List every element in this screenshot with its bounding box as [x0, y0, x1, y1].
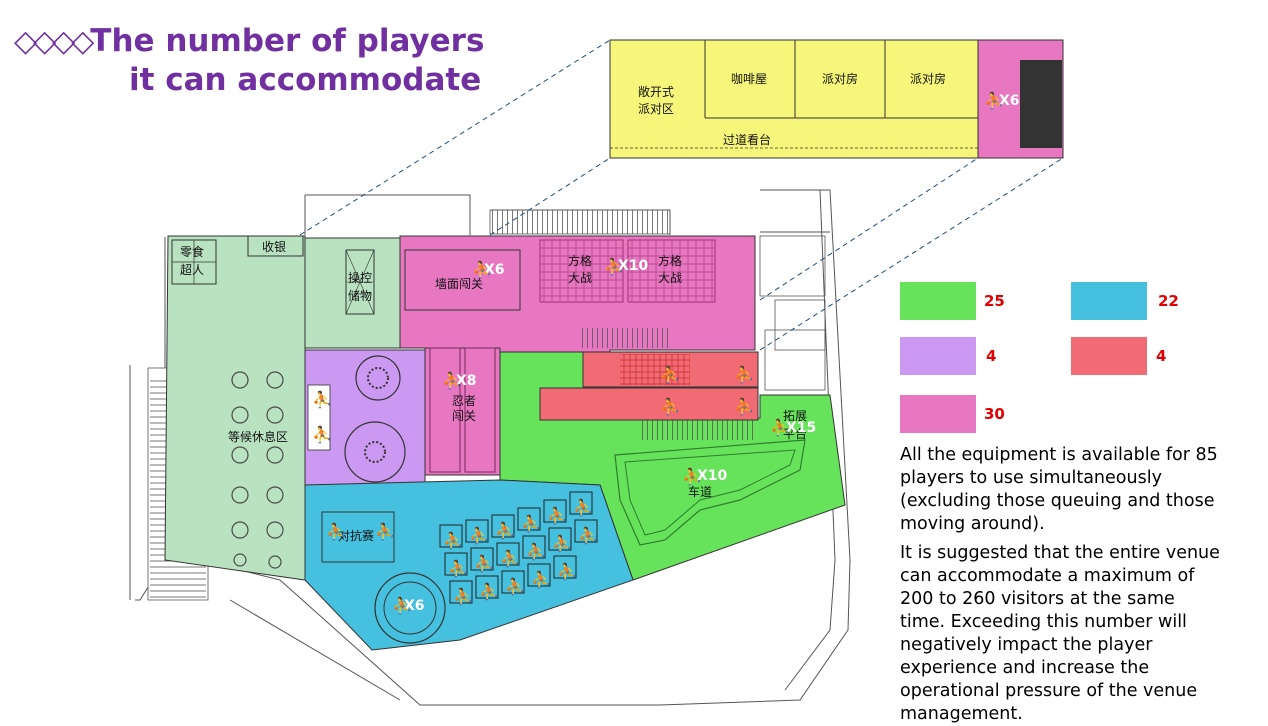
players-track-count: X10	[697, 468, 728, 484]
player-icon: ⛹	[526, 542, 546, 561]
players-circle-count: X6	[404, 598, 425, 614]
label-waiting: 等候休息区	[228, 429, 288, 444]
player-icon: ⛹	[770, 418, 790, 437]
label-grid2-2: 大战	[658, 271, 682, 285]
player-icon: ⛹	[472, 260, 492, 279]
label-expand-2: 平台	[783, 426, 807, 441]
upper-floor	[609, 39, 1064, 159]
player-icon: ⛹	[557, 562, 577, 581]
label-storage-1: 操控	[348, 270, 372, 285]
paragraph-capacity: It is suggested that the entire venue ca…	[900, 543, 1220, 724]
player-icon: ⛹	[547, 506, 567, 525]
player-icon: ⛹	[531, 570, 551, 589]
label-track: 车道	[688, 484, 712, 499]
legend-value-green: 25	[984, 292, 1005, 310]
player-icon: ⛹	[479, 582, 499, 601]
player-icon: ⛹	[469, 526, 489, 545]
label-grid1-1: 方格	[568, 253, 592, 268]
player-icon: ⛹	[443, 531, 463, 550]
player-icon: ⛹	[442, 371, 462, 390]
label-storage-2: 储物	[348, 288, 372, 303]
legend-value-purple: 4	[986, 347, 997, 365]
label-open-2: 派对区	[638, 102, 674, 116]
label-grid1-2: 大战	[568, 271, 592, 285]
label-corridor: 过道看台	[723, 132, 771, 147]
player-counts: X6 X10 X8 X15 X10 X6 X6	[404, 93, 1020, 614]
label-open-1: 敞开式	[638, 84, 674, 99]
legend-swatch-purple	[900, 337, 976, 375]
zone-red-2	[539, 387, 759, 421]
label-cafe: 咖啡屋	[731, 71, 767, 86]
label-snack-2: 超人	[180, 262, 204, 277]
player-icon: ⛹	[453, 587, 473, 606]
player-icon: ⛹	[660, 397, 680, 416]
players-upper-count: X6	[999, 93, 1020, 109]
legend-swatch-pink	[900, 395, 976, 433]
waiting-area-tables	[231, 371, 284, 569]
label-snack-1: 零食	[180, 244, 204, 259]
player-icon: ⛹	[604, 257, 624, 276]
player-icons: ⛹ ⛹ ⛹ ⛹ ⛹ ⛹ ⛹ ⛹ ⛹ ⛹ ⛹ ⛹ ⛹ ⛹ ⛹ ⛹⛹⛹⛹⛹⛹ ⛹⛹⛹…	[312, 91, 1004, 615]
legend-swatch-red	[1071, 337, 1147, 375]
player-icon: ⛹	[578, 526, 598, 545]
player-icon: ⛹	[734, 397, 754, 416]
players-grid-count: X10	[618, 258, 649, 274]
player-icon: ⛹	[552, 534, 572, 553]
title-line2: it can accommodate	[129, 62, 482, 98]
player-icon: ⛹	[734, 365, 754, 384]
player-icon: ⛹	[682, 467, 702, 486]
player-icon: ⛹	[660, 365, 680, 384]
player-icon: ⛹	[521, 514, 541, 533]
player-icon: ⛹	[326, 522, 346, 541]
legend-swatch-green	[900, 282, 976, 320]
player-icon: ⛹	[375, 522, 395, 541]
page-title: ◇◇◇◇The number of players it can accommo…	[14, 22, 484, 99]
player-icon: ⛹	[495, 521, 515, 540]
label-versus: 对抗赛	[338, 528, 374, 543]
players-ninja-count: X8	[456, 373, 477, 389]
legend-value-pink: 30	[984, 405, 1005, 423]
player-icon: ⛹	[448, 559, 468, 578]
label-wall: 墙面闯关	[435, 276, 483, 291]
legend-value-blue: 22	[1158, 292, 1179, 310]
player-icon: ⛹	[573, 498, 593, 517]
label-ninja-2: 闯关	[452, 408, 476, 423]
paragraph-equipment: All the equipment is available for 85 pl…	[900, 445, 1218, 534]
label-cashier: 收银	[262, 240, 286, 254]
title-line1: The number of players	[90, 23, 485, 59]
player-icon: ⛹	[500, 549, 520, 568]
label-expand-1: 拓展	[783, 409, 807, 423]
diamonds-icon: ◇◇◇◇	[14, 24, 94, 59]
label-party2: 派对房	[910, 71, 946, 86]
label-ninja-1: 忍者	[452, 394, 476, 408]
player-icon: ⛹	[312, 425, 332, 444]
label-grid2-1: 方格	[658, 253, 682, 268]
player-icon: ⛹	[984, 91, 1004, 110]
legend-swatch-blue	[1071, 282, 1147, 320]
label-party1: 派对房	[822, 71, 858, 86]
player-icon: ⛹	[505, 577, 525, 596]
player-icon: ⛹	[392, 596, 412, 615]
player-icon: ⛹	[474, 554, 494, 573]
legend-value-red: 4	[1156, 347, 1167, 365]
guide-lines	[299, 39, 1064, 351]
players-expand-count: X15	[786, 420, 816, 436]
zone-lightgreen	[164, 235, 306, 581]
trampoline-grid	[439, 491, 598, 604]
players-wall-count: X6	[484, 262, 505, 278]
plan-labels: 零食 超人 收银 操控 储物 墙面闯关 方格 大战 方格 大战 等候休息区 忍者…	[180, 71, 946, 543]
player-icon: ⛹	[312, 390, 332, 409]
